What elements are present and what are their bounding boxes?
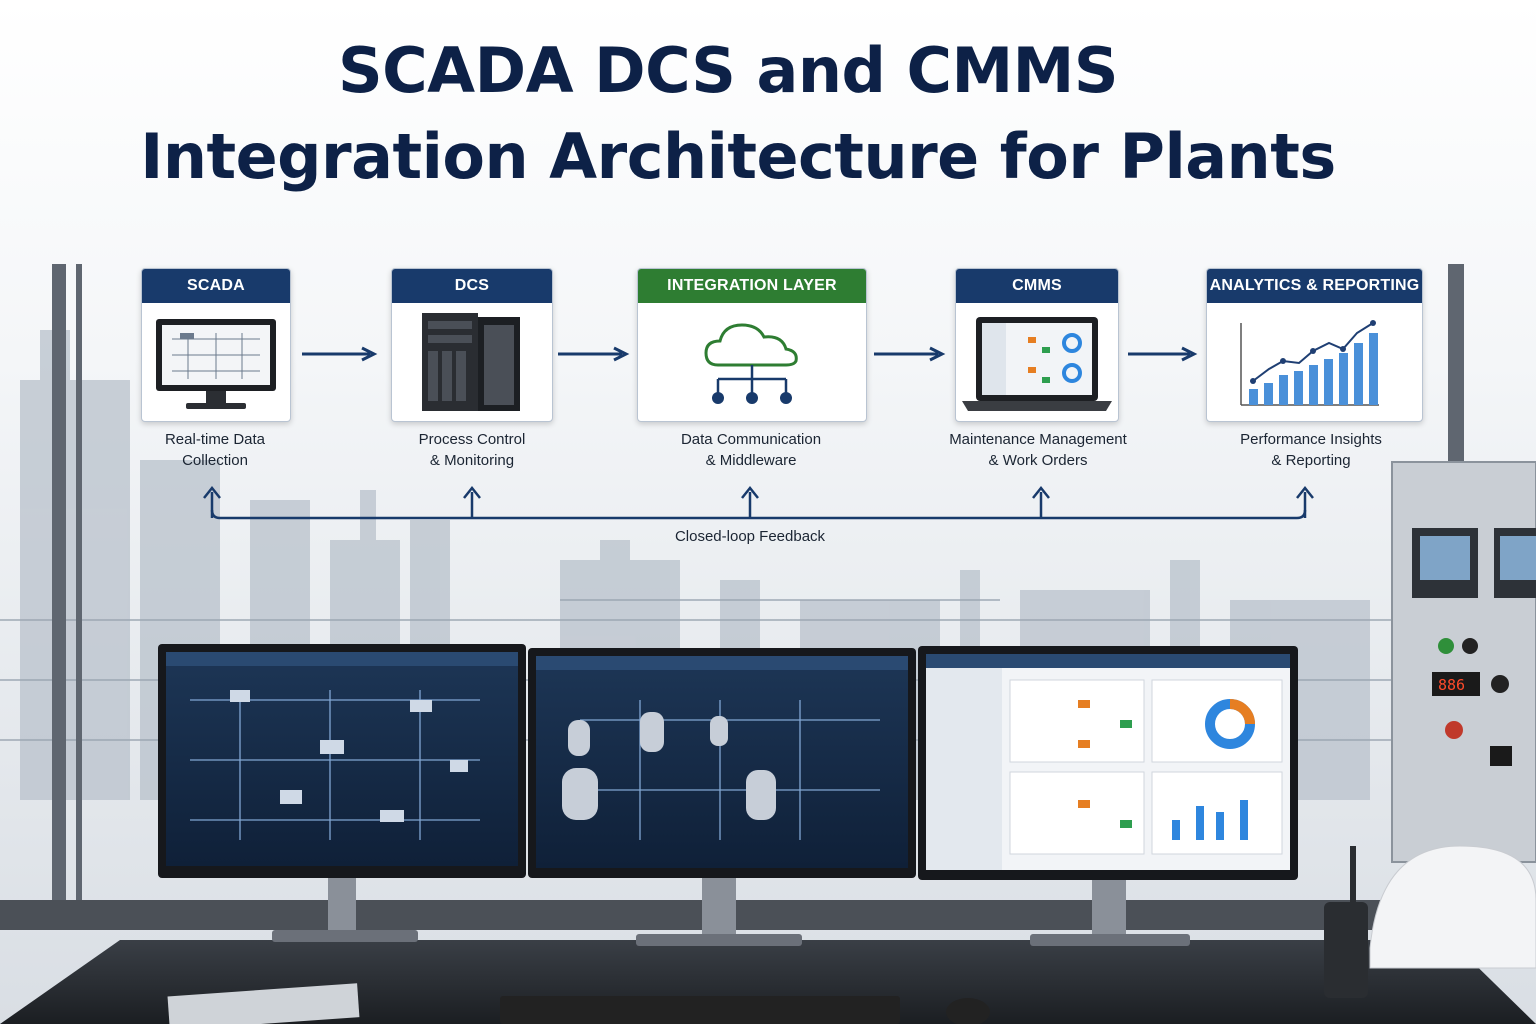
arrow-scada-to-dcs	[302, 346, 378, 362]
keyboard	[500, 996, 900, 1024]
integration-card: INTEGRATION LAYER	[637, 268, 867, 422]
mouse	[946, 998, 990, 1024]
scada-caption-line-1: Real-time Data	[164, 431, 266, 448]
integration-header: INTEGRATION LAYER	[638, 269, 866, 303]
two-way-radio	[1324, 902, 1368, 998]
scada-caption: Real-time Data Collection	[121, 429, 309, 471]
window-frames	[0, 264, 1536, 930]
monitor-cmms	[918, 646, 1298, 946]
dcs-header: DCS	[392, 269, 552, 303]
monitor-scada	[158, 644, 526, 942]
cmms-card: CMMS	[955, 268, 1119, 422]
title-line-1: SCADA DCS and CMMS	[337, 34, 1119, 107]
laptop-dashboard-icon	[956, 303, 1118, 421]
scada-caption-line-2: Collection	[182, 452, 248, 469]
integration-caption-line-2: & Middleware	[705, 452, 797, 469]
diagram-title: SCADA DCS and CMMS Integration Architect…	[0, 28, 1536, 200]
cmms-caption-line-2: & Work Orders	[988, 452, 1088, 469]
feedback-label: Closed-loop Feedback	[674, 528, 826, 545]
monitor-icon	[142, 303, 290, 421]
dcs-card: DCS	[391, 268, 553, 422]
bar-chart-icon	[1207, 303, 1422, 421]
cmms-caption: Maintenance Management & Work Orders	[922, 429, 1154, 471]
arrow-dcs-to-integration	[558, 346, 630, 362]
arrow-integration-to-cmms	[874, 346, 946, 362]
dcs-caption-line-2: & Monitoring	[429, 452, 515, 469]
analytics-caption-line-2: & Reporting	[1271, 452, 1351, 469]
server-rack-icon	[392, 303, 552, 421]
analytics-caption-line-1: Performance Insights	[1240, 431, 1382, 448]
desk	[0, 940, 1536, 1024]
title-line-2: Integration Architecture for Plants	[140, 120, 1336, 193]
dcs-caption: Process Control & Monitoring	[374, 429, 570, 471]
cmms-caption-line-1: Maintenance Management	[949, 431, 1127, 448]
control-panel: 886	[1391, 461, 1536, 863]
cloud-network-icon	[638, 303, 866, 421]
monitor-dcs	[528, 648, 916, 946]
scada-card: SCADA	[141, 268, 291, 422]
analytics-header: ANALYTICS & REPORTING	[1207, 269, 1422, 303]
integration-caption: Data Communication & Middleware	[640, 429, 862, 471]
arrow-cmms-to-analytics	[1128, 346, 1198, 362]
analytics-caption: Performance Insights & Reporting	[1206, 429, 1416, 471]
scada-header: SCADA	[142, 269, 290, 303]
dcs-caption-line-1: Process Control	[418, 431, 526, 448]
svg-text:886: 886	[1438, 676, 1465, 694]
papers	[167, 983, 360, 1024]
integration-caption-line-1: Data Communication	[680, 431, 822, 448]
cmms-header: CMMS	[956, 269, 1118, 303]
hard-hat	[1369, 845, 1536, 969]
analytics-card: ANALYTICS & REPORTING	[1206, 268, 1423, 422]
feedback-loop-connector	[203, 485, 1314, 520]
